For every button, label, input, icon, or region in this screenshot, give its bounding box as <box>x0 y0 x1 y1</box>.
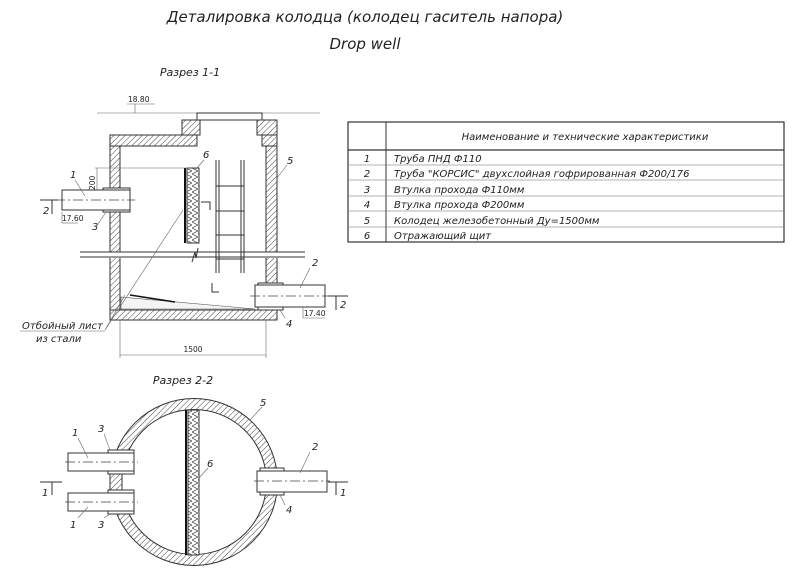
reflecting-panel <box>186 167 200 244</box>
svg-text:Втулка прохода Ф200мм: Втулка прохода Ф200мм <box>394 200 525 211</box>
svg-text:4: 4 <box>364 200 370 211</box>
table-header: Наименование и технические характеристик… <box>462 132 709 143</box>
callout-2: 2 <box>312 442 318 453</box>
drawing-title: Деталировка колодца (колодец гаситель на… <box>166 8 564 26</box>
svg-text:5: 5 <box>364 216 370 227</box>
left-wall <box>109 145 121 321</box>
svg-text:2: 2 <box>364 169 370 180</box>
note-line-2: из стали <box>36 334 82 345</box>
dim-200: 200 <box>88 175 97 190</box>
table-row: 2 Труба "КОРСИС" двухслойная гофрированна… <box>364 168 690 180</box>
section-1-label: Разрез 1-1 <box>160 66 220 79</box>
bottom-slab <box>109 309 278 321</box>
drawing-subtitle: Drop well <box>329 35 401 53</box>
callout-1-top: 1 <box>72 428 78 439</box>
callout-2: 2 <box>312 258 318 269</box>
cut-mark-1-left: 1 <box>42 488 48 499</box>
svg-text:1: 1 <box>364 154 370 165</box>
manhole-cover <box>196 112 263 121</box>
section-2-2: Разрез 2-2 1 1 1 1 2 3 3 4 <box>40 374 348 566</box>
note-line-1: Отбойный лист <box>22 320 104 332</box>
cut-mark-2-right: 2 <box>340 300 346 311</box>
callout-6: 6 <box>203 150 209 161</box>
outlet-level: 17.40 <box>304 309 326 318</box>
specification-table: Наименование и технические характеристик… <box>347 121 785 243</box>
svg-text:Труба "КОРСИС" двухслойная гоф: Труба "КОРСИС" двухслойная гофрированная… <box>394 168 690 180</box>
table-row: 1 Труба ПНД Ф110 <box>364 153 482 165</box>
callout-3-bottom: 3 <box>98 520 104 531</box>
svg-text:Труба ПНД Ф110: Труба ПНД Ф110 <box>394 153 482 165</box>
top-slab <box>109 134 198 147</box>
section-1-1: Разрез 1-1 18.80 <box>20 66 348 358</box>
cut-mark-1-right: 1 <box>340 488 346 499</box>
ground-level: 18.80 <box>128 95 150 104</box>
inlet-level: 17.60 <box>62 214 84 223</box>
table-row: 3 Втулка прохода Ф110мм <box>364 185 525 196</box>
callout-5: 5 <box>260 398 266 409</box>
svg-text:Колодец железобетонный Ду=1500: Колодец железобетонный Ду=1500мм <box>394 215 600 227</box>
reflecting-panel-plan <box>187 409 200 556</box>
callout-5: 5 <box>287 156 293 167</box>
table-row: 4 Втулка прохода Ф200мм <box>364 200 525 211</box>
callout-1-bottom: 1 <box>70 520 76 531</box>
ladder <box>215 160 245 273</box>
callout-6: 6 <box>207 459 213 470</box>
svg-text:3: 3 <box>364 185 370 196</box>
section-2-label: Разрез 2-2 <box>153 374 213 387</box>
callout-4: 4 <box>286 319 292 330</box>
callout-3-top: 3 <box>98 424 104 435</box>
callout-4: 4 <box>286 505 292 516</box>
svg-text:6: 6 <box>364 231 370 242</box>
table-row: 6 Отражающий щит <box>364 231 492 242</box>
callout-1: 1 <box>70 170 76 181</box>
svg-text:Втулка прохода Ф110мм: Втулка прохода Ф110мм <box>394 185 525 196</box>
dim-1500: 1500 <box>183 345 202 354</box>
svg-text:Отражающий щит: Отражающий щит <box>394 231 492 242</box>
callout-3: 3 <box>92 222 98 233</box>
table-row: 5 Колодец железобетонный Ду=1500мм <box>364 215 600 227</box>
cut-mark-2-left: 2 <box>43 206 49 217</box>
